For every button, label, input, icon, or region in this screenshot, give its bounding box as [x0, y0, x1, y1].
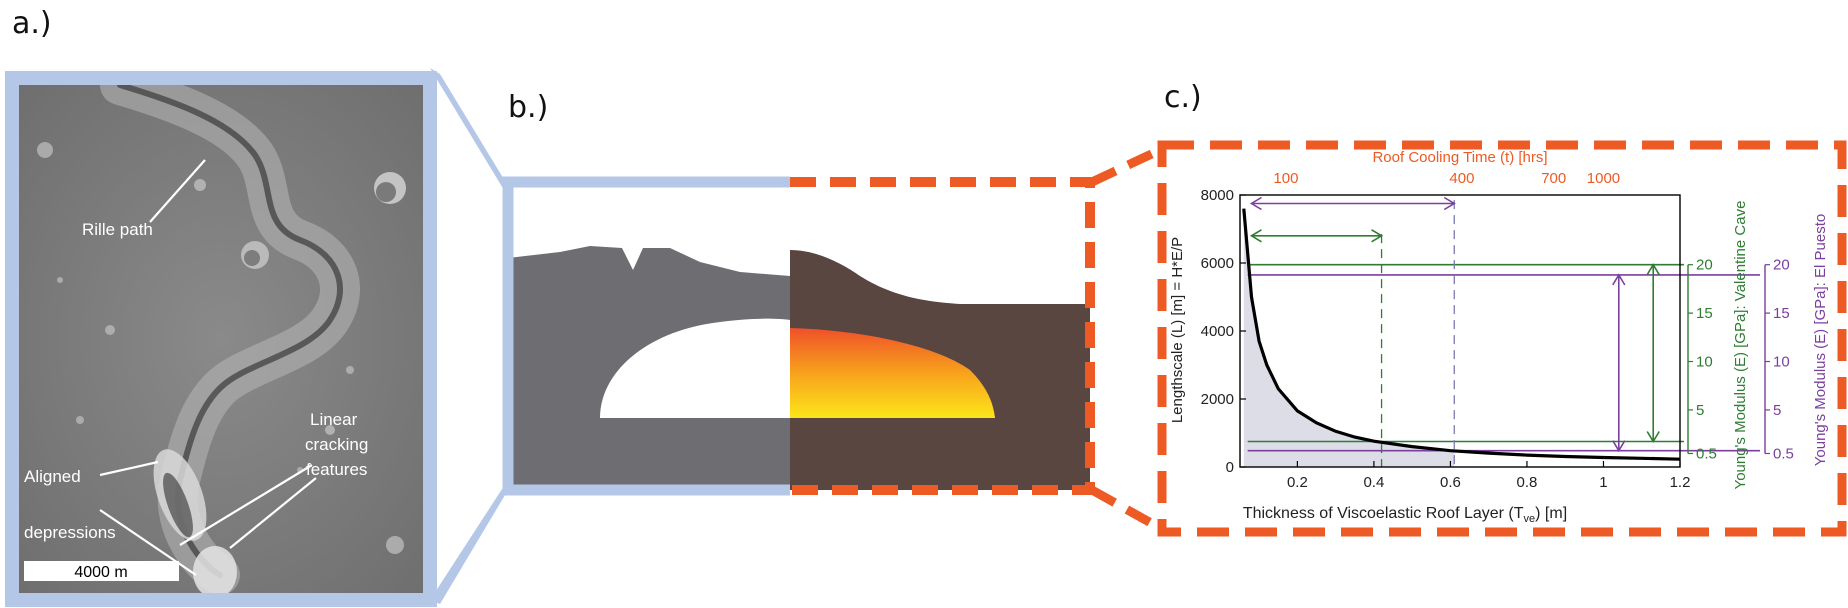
top-tick-label-0: 100 [1273, 170, 1298, 187]
green-tick-label-2: 10 [1696, 354, 1713, 371]
lava-tube-void [600, 318, 790, 418]
panel-b-frame [502, 176, 790, 496]
purple-axis-label: Young's Modulus (E) [GPa]: El Puesto [1812, 214, 1829, 466]
purple-tick-label-4: 20 [1773, 257, 1790, 274]
scale-bar [24, 561, 179, 581]
x-tick-label-1: 0.4 [1363, 474, 1384, 491]
panel-c-frame [1157, 140, 1847, 537]
linear-cracking-label-1: Linear [310, 410, 358, 429]
shaded-region [1243, 208, 1455, 467]
lengthscale-chart: 0 2000 4000 6000 8000 0.2 0.4 0.6 0.8 1 1.2 100 40… [1201, 170, 1794, 491]
aligned-depressions-label-1: Aligned [24, 467, 81, 486]
y-tick-label-3: 6000 [1201, 255, 1234, 272]
panel-c-label: c.) [1164, 80, 1202, 115]
linear-cracking-label-3: features [306, 460, 367, 479]
panel-b-label: b.) [508, 90, 549, 125]
purple-modulus-arrow-head-bottom [1612, 440, 1626, 453]
green-axis-label: Young's Modulus (E) [GPa]: Valentine Cav… [1732, 201, 1749, 490]
lunar-surface-image [12, 78, 430, 600]
y-tick-label-0: 0 [1226, 459, 1234, 476]
x-tick-label-0: 0.2 [1287, 474, 1308, 491]
top-tick-label-3: 1000 [1587, 170, 1620, 187]
green-range-arrow-head-left [1249, 229, 1262, 243]
y-tick-label-4: 8000 [1201, 187, 1234, 204]
purple-tick-label-2: 10 [1773, 354, 1790, 371]
x-tick-label-3: 0.8 [1517, 474, 1538, 491]
lunar-terrain [37, 78, 406, 598]
y-axis-label: Lengthscale (L) [m] = H*E/P [1169, 237, 1186, 423]
panel-a-label: a.) [12, 6, 52, 41]
x-tick-label-2: 0.6 [1440, 474, 1461, 491]
green-modulus-arrow-head-top [1646, 263, 1660, 276]
molten-lava [790, 328, 995, 418]
green-tick-label-4: 20 [1696, 257, 1713, 274]
purple-range-arrow-head-left [1249, 196, 1262, 211]
zoom-connector-bc [1089, 145, 1163, 532]
y-tick-label-1: 2000 [1201, 391, 1234, 408]
panel-a-frame [5, 71, 437, 607]
green-tick-label-3: 15 [1696, 305, 1713, 322]
purple-tick-label-0: 0.5 [1773, 446, 1794, 463]
panel-b [502, 176, 1095, 496]
panel-a: Rille path Linear cracking features Alig… [5, 71, 437, 607]
green-tick-label-0: 0.5 [1696, 446, 1717, 463]
purple-tick-label-3: 15 [1773, 305, 1790, 322]
green-range-arrow-head-right [1371, 229, 1384, 243]
top-tick-label-1: 400 [1449, 170, 1474, 187]
linear-cracking-label-2: cracking [305, 435, 368, 454]
purple-tick-label-1: 5 [1773, 402, 1781, 419]
scale-bar-label: 4000 m [74, 564, 127, 581]
purple-modulus-arrow-head-top [1612, 273, 1626, 286]
x-tick-label-4: 1 [1599, 474, 1607, 491]
x-axis-label: Thickness of Viscoelastic Roof Layer (Tv… [1243, 505, 1567, 525]
green-modulus-arrow-head-bottom [1646, 431, 1660, 444]
x-axis-label-main: Thickness of Viscoelastic Roof Layer (T [1243, 505, 1524, 522]
x-axis-label-end: ) [m] [1535, 505, 1567, 522]
green-tick-label-1: 5 [1696, 402, 1704, 419]
panel-c: 0 2000 4000 6000 8000 0.2 0.4 0.6 0.8 1 1.2 100 40… [1157, 140, 1847, 537]
x-tick-label-5: 1.2 [1670, 474, 1691, 491]
zoom-connector-ab [430, 68, 508, 604]
y-tick-label-2: 4000 [1201, 323, 1234, 340]
lengthscale-curve [1242, 208, 1681, 461]
rille-path-label: Rille path [82, 220, 153, 239]
annotation-leaders [99, 159, 317, 576]
panel-b-highlight-frame [790, 177, 1095, 495]
top-tick-label-2: 700 [1541, 170, 1566, 187]
aligned-depressions-label-2: depressions [24, 523, 116, 542]
x-axis-label-subscript: ve [1524, 513, 1536, 525]
top-axis-title: Roof Cooling Time (t) [hrs] [1372, 149, 1547, 166]
purple-range-arrow-head-right [1443, 196, 1456, 211]
